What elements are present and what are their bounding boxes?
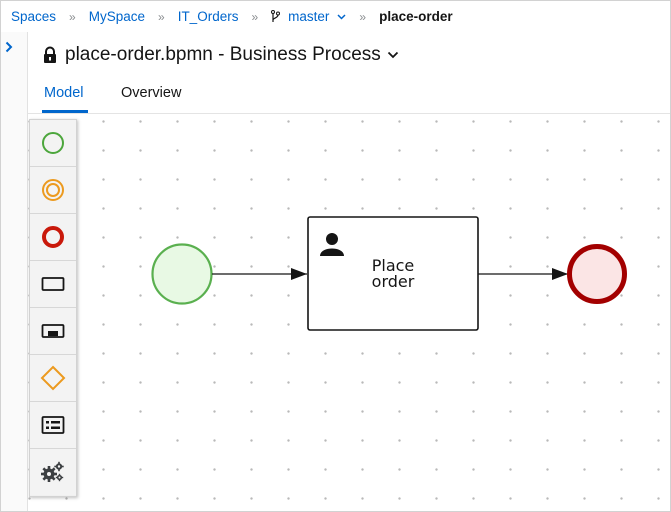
breadcrumb-separator-icon: » (69, 9, 76, 24)
start-event[interactable] (151, 243, 213, 305)
breadcrumb: Spaces » MySpace » IT_Orders » master » … (11, 1, 453, 32)
palette-advanced[interactable] (30, 449, 76, 495)
breadcrumb-spaces[interactable]: Spaces (11, 9, 57, 24)
diamond-orange-icon (40, 365, 66, 391)
breadcrumb-separator-icon: » (359, 9, 367, 24)
breadcrumb-separator-icon: » (158, 9, 165, 24)
user-task-place-order[interactable]: Place order (307, 216, 479, 331)
diagram-canvas[interactable] (28, 118, 670, 511)
rectangle-icon (41, 277, 65, 291)
task-label-line2: order (372, 272, 415, 291)
chevron-down-icon (337, 13, 346, 20)
palette-container[interactable] (30, 402, 76, 449)
palette-end-event[interactable] (30, 214, 76, 261)
breadcrumb-current: place-order (379, 9, 453, 24)
palette-intermediate-event[interactable] (30, 167, 76, 214)
lock-icon (44, 46, 56, 63)
page-title: place-order.bpmn - Business Process (41, 41, 399, 69)
user-icon (320, 233, 344, 256)
tab-overview[interactable]: Overview (121, 85, 182, 101)
bpmn-palette (29, 119, 77, 497)
branch-selector[interactable]: master (271, 9, 346, 24)
breadcrumb-separator-icon: » (251, 9, 259, 24)
palette-start-event[interactable] (30, 120, 76, 167)
active-tab-indicator (42, 110, 88, 113)
task-label-line1: Place (372, 256, 415, 275)
page-title-text: place-order.bpmn - Business Process (65, 44, 381, 65)
end-event[interactable] (567, 244, 627, 304)
chevron-down-icon[interactable] (387, 49, 399, 61)
gears-icon (41, 461, 64, 482)
thick-circle-red-icon (42, 226, 64, 248)
branch-icon (271, 10, 281, 22)
palette-task[interactable] (30, 261, 76, 308)
editor-tabs: Model Overview (28, 79, 670, 114)
navigation-drawer (1, 32, 28, 511)
double-circle-orange-icon (42, 179, 64, 201)
circle-green-icon (42, 132, 64, 154)
palette-subprocess[interactable] (30, 308, 76, 355)
breadcrumb-project[interactable]: IT_Orders (177, 9, 239, 24)
branch-label: master (288, 9, 330, 24)
list-card-icon (41, 416, 65, 434)
palette-gateway[interactable] (30, 355, 76, 402)
subprocess-icon (41, 324, 65, 338)
tab-model[interactable]: Model (44, 85, 84, 101)
breadcrumb-myspace[interactable]: MySpace (88, 9, 145, 24)
chevron-right-icon[interactable] (5, 41, 13, 53)
